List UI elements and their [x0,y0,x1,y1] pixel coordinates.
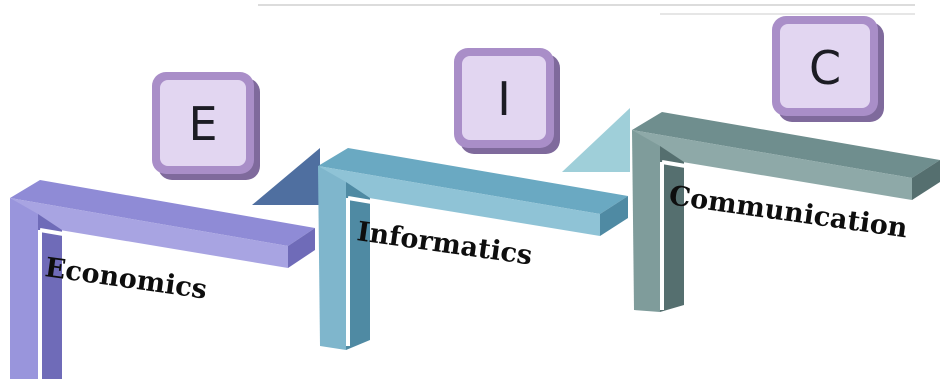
connector-economics [252,148,320,205]
leg-front [632,130,660,312]
arm-front [632,130,912,200]
block-communication: Communication [632,112,940,312]
tile-letter: C [809,41,841,95]
leg-inner [346,182,370,350]
bevel-line [39,228,286,274]
arm-front [10,198,288,268]
leg-inner [38,214,62,379]
arm-top [632,112,940,178]
arm-end [600,196,628,236]
block-economics: Economics [10,148,320,379]
bevel-line [661,160,909,206]
tile-e: E [152,72,260,180]
leg-inner [660,146,684,312]
tile-i: I [454,48,560,154]
tile-letter: I [497,72,511,126]
arm-top [10,180,315,246]
leg-front [318,166,346,350]
tile-c: C [772,16,884,122]
tile-letter: E [188,97,217,151]
tile-face [160,80,246,166]
tile-face [780,24,870,108]
arm-end [288,228,315,268]
arm-front [318,166,600,236]
tile-face [462,56,546,140]
arm-top [318,148,628,214]
bevel-line [347,196,597,242]
leg-front [10,198,38,379]
arm-end [912,160,940,200]
connector-informatics [562,108,630,172]
block-label: Economics [43,252,209,305]
